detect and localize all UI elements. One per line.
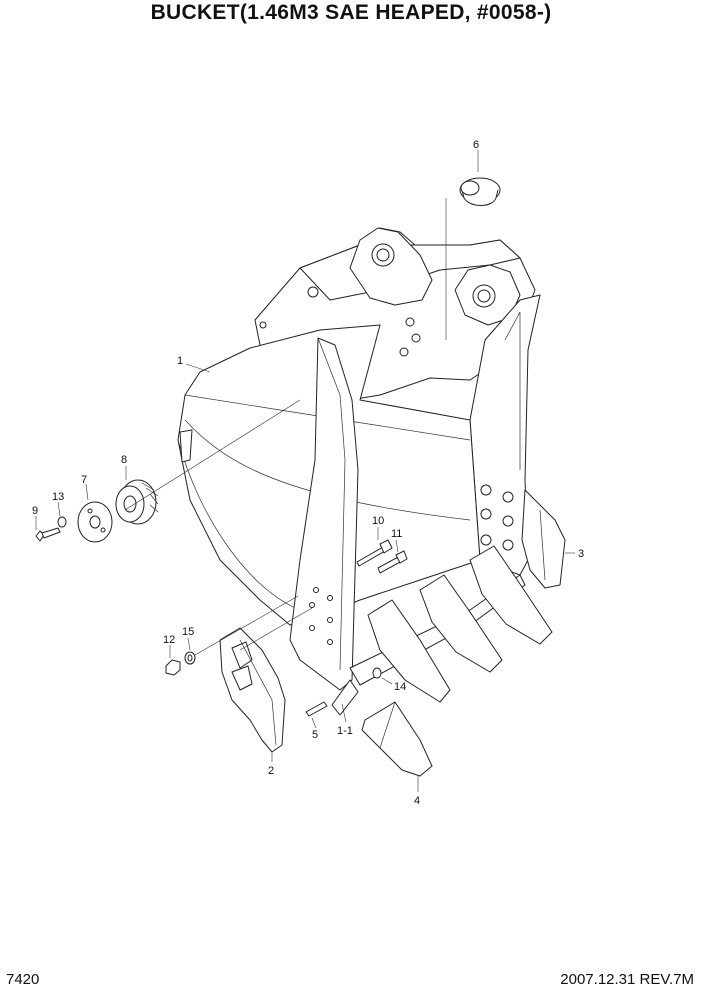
bucket-teeth [331, 545, 553, 777]
diagram-title: BUCKET(1.46M3 SAE HEAPED, #0058-) [150, 1, 552, 24]
callout-labels: 6 1 8 7 13 9 10 11 3 12 15 14 5 1-1 2 4 [32, 139, 584, 807]
callout-11: 11 [391, 528, 402, 540]
callout-12: 12 [163, 634, 175, 646]
callout-4: 4 [414, 795, 420, 807]
callout-1: 1 [177, 355, 183, 367]
callout-9: 9 [32, 505, 38, 517]
page-code: 7420 [6, 971, 40, 988]
fasteners [165, 539, 408, 717]
callout-8: 8 [121, 454, 127, 466]
top-bushing [459, 177, 501, 206]
callout-3: 3 [578, 548, 584, 560]
callout-5: 5 [312, 729, 318, 741]
callout-15: 15 [182, 626, 194, 638]
leader-lines [35, 150, 575, 792]
side-shroud [219, 627, 286, 753]
bucket-body [177, 227, 541, 691]
pin-assembly [35, 479, 159, 543]
callout-13: 13 [52, 491, 64, 503]
callout-10: 10 [372, 515, 384, 527]
callout-7: 7 [81, 474, 87, 486]
side-cutter [521, 489, 566, 589]
callout-14: 14 [394, 681, 406, 693]
callout-2: 2 [268, 765, 274, 777]
callout-6: 6 [473, 139, 479, 151]
revision-date: 2007.12.31 REV.7M [560, 971, 694, 988]
callout-1-1: 1-1 [337, 725, 353, 737]
